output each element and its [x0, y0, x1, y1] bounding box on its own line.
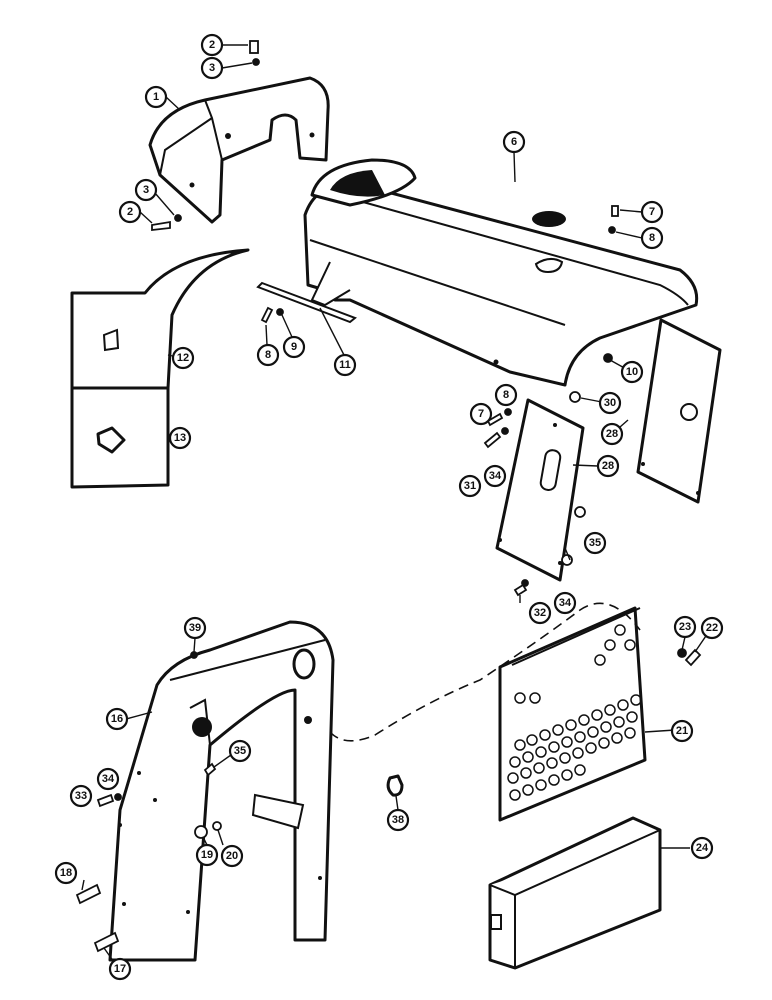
callout-23: 23 — [673, 615, 697, 639]
callout-2: 2 — [118, 200, 142, 224]
callout-34: 34 — [96, 767, 120, 791]
fasteners — [75, 40, 702, 953]
callout-label: 20 — [226, 850, 238, 862]
callout-38: 38 — [386, 808, 410, 832]
part-11-strip — [256, 281, 357, 324]
part-28-side-panel-right — [636, 318, 722, 504]
callout-32: 32 — [528, 601, 552, 625]
callout-35: 35 — [583, 531, 607, 555]
callout-35: 35 — [228, 739, 252, 763]
callout-label: 18 — [60, 867, 72, 879]
callout-label: 9 — [291, 341, 297, 353]
callout-22: 22 — [700, 616, 724, 640]
callout-28: 28 — [596, 454, 620, 478]
callout-label: 7 — [649, 206, 655, 218]
callout-12: 12 — [171, 346, 195, 370]
callout-3: 3 — [134, 178, 158, 202]
callout-8: 8 — [494, 383, 518, 407]
callout-3: 3 — [200, 56, 224, 80]
callout-label: 3 — [209, 62, 215, 74]
callout-label: 19 — [201, 849, 213, 861]
callout-label: 30 — [604, 397, 616, 409]
callout-label: 33 — [75, 790, 87, 802]
callout-2: 2 — [200, 33, 224, 57]
callout-33: 33 — [69, 784, 93, 808]
callout-label: 2 — [209, 39, 215, 51]
callout-label: 3 — [143, 184, 149, 196]
callout-label: 16 — [111, 713, 123, 725]
callout-label: 28 — [602, 460, 614, 472]
part-24-battery-box — [488, 816, 662, 970]
callout-34: 34 — [553, 591, 577, 615]
callout-label: 34 — [559, 597, 572, 609]
part-38-clip — [386, 774, 404, 797]
callout-label: 38 — [392, 814, 404, 826]
callout-label: 21 — [676, 725, 688, 737]
callout-label: 10 — [626, 366, 638, 378]
callout-label: 32 — [534, 607, 546, 619]
callout-20: 20 — [220, 844, 244, 868]
callout-39: 39 — [183, 616, 207, 640]
callout-label: 1 — [153, 91, 159, 103]
callout-label: 34 — [489, 470, 502, 482]
callout-30: 30 — [598, 391, 622, 415]
callout-label: 39 — [189, 622, 201, 634]
part-28-side-panel-left — [495, 398, 585, 582]
leader-lines — [81, 44, 711, 963]
callout-18: 18 — [54, 861, 78, 885]
callout-34: 34 — [483, 464, 507, 488]
callout-7: 7 — [469, 402, 493, 426]
callout-8: 8 — [256, 343, 280, 367]
part-6-hood — [303, 158, 699, 387]
callout-label: 7 — [478, 408, 484, 420]
callout-label: 11 — [339, 359, 351, 371]
part-21-grille — [498, 606, 647, 822]
part-1-curved-shield — [148, 76, 330, 224]
callout-label: 17 — [114, 963, 126, 975]
callout-label: 24 — [696, 842, 709, 854]
callout-1: 1 — [144, 85, 168, 109]
callout-label: 12 — [177, 352, 189, 364]
callout-28: 28 — [600, 422, 624, 446]
callout-7: 7 — [640, 200, 664, 224]
callout-24: 24 — [690, 836, 714, 860]
callout-label: 2 — [127, 206, 133, 218]
callout-label: 8 — [265, 349, 271, 361]
callout-19: 19 — [195, 843, 219, 867]
part-13-fender-lower — [70, 386, 170, 489]
wire-dashed-line — [329, 602, 641, 742]
callout-label: 13 — [174, 432, 186, 444]
callout-31: 31 — [458, 474, 482, 498]
callout-label: 23 — [679, 621, 691, 633]
callout-21: 21 — [670, 719, 694, 743]
callout-label: 35 — [589, 537, 601, 549]
callout-11: 11 — [333, 353, 357, 377]
callout-9: 9 — [282, 335, 306, 359]
callout-16: 16 — [105, 707, 129, 731]
part-12-fender-upper — [70, 248, 250, 390]
part-16-front-support — [108, 620, 335, 962]
callout-label: 8 — [503, 389, 509, 401]
callout-17: 17 — [108, 957, 132, 981]
callout-13: 13 — [168, 426, 192, 450]
callout-label: 6 — [511, 136, 517, 148]
callout-6: 6 — [502, 130, 526, 154]
callout-label: 31 — [464, 480, 476, 492]
callout-label: 35 — [234, 745, 246, 757]
callout-label: 22 — [706, 622, 718, 634]
callout-label: 28 — [606, 428, 618, 440]
callout-label: 8 — [649, 232, 655, 244]
callout-label: 34 — [102, 773, 115, 785]
callout-8: 8 — [640, 226, 664, 250]
callout-10: 10 — [620, 360, 644, 384]
